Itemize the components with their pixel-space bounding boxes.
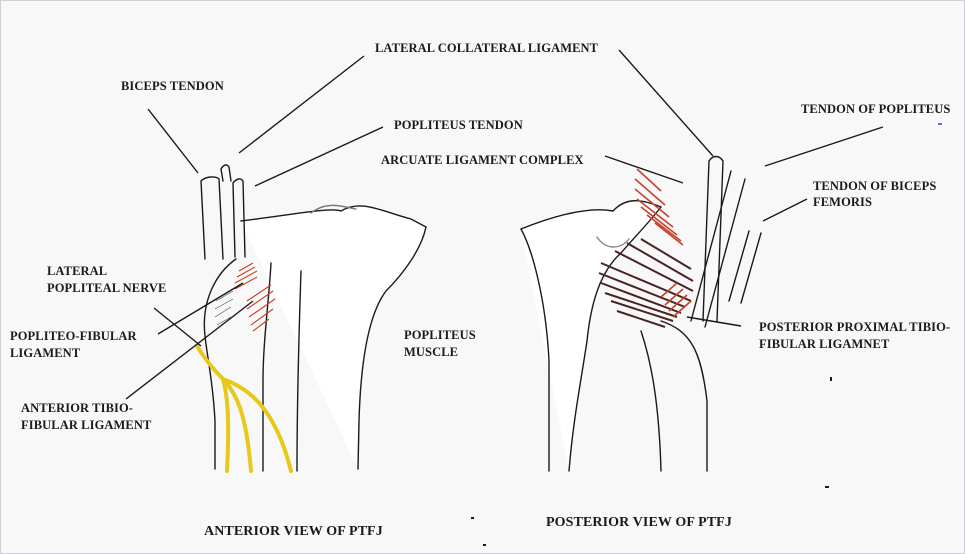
label-biceps-tendon: BICEPS TENDON [121,78,224,95]
caption-anterior-view: ANTERIOR VIEW OF PTFJ [204,523,383,540]
posterior-biceps-tendon [729,231,761,303]
posterior-tibia-outline [521,201,661,471]
label-anterior-tibiofibular-2: FIBULAR LIGAMENT [21,417,151,434]
leader-tendon-popliteus [765,127,883,166]
lateral-popliteal-nerve [197,346,291,471]
lateral-collateral-shape [221,165,231,181]
leader-tendon-biceps [763,199,807,221]
label-posterior-proximal-1: POSTERIOR PROXIMAL TIBIO- [759,319,950,336]
label-tendon-of-biceps-1: TENDON OF BICEPS [813,178,936,195]
label-tendon-of-popliteus: TENDON OF POPLITEUS [801,101,950,118]
label-tendon-of-biceps-2: FEMORIS [813,194,872,211]
label-popliteus-tendon: POPLITEUS TENDON [394,117,523,134]
leader-biceps-tendon [148,109,198,173]
leader-arcuate [605,156,683,183]
leader-lateral-collateral-anterior [239,56,364,153]
label-lateral-popliteal-nerve-2: POPLITEAL NERVE [47,280,167,297]
anterior-tibia-outline [241,206,426,469]
leader-popliteus-tendon [255,127,383,186]
label-lateral-popliteal-nerve-1: LATERAL [47,263,107,280]
label-anterior-tibiofibular-1: ANTERIOR TIBIO- [21,400,133,417]
leader-posterior-proximal [687,317,741,326]
posterior-fibula-outline [641,321,707,471]
label-arcuate-ligament-complex: ARCUATE LIGAMENT COMPLEX [381,152,584,169]
label-popliteus-muscle-1: POPLITEUS [404,327,476,344]
popliteus-tendon-shape [233,179,245,257]
biceps-tendon-shape [201,177,223,259]
leader-popliteo-fibular [158,283,243,334]
label-popliteus-muscle-2: MUSCLE [404,344,458,361]
leader-lateral-collateral-posterior [619,50,713,156]
posterior-view-drawing [521,157,761,472]
caption-posterior-view: POSTERIOR VIEW OF PTFJ [546,514,732,531]
anterior-view-drawing [201,165,426,471]
label-lateral-collateral-ligament: LATERAL COLLATERAL LIGAMENT [375,40,598,57]
label-popliteo-fibular-1: POPLITEO-FIBULAR [10,328,137,345]
label-popliteo-fibular-2: LIGAMENT [10,345,80,362]
label-posterior-proximal-2: FIBULAR LIGAMNET [759,336,889,353]
leader-lateral-popliteal-nerve [154,308,201,346]
anterior-fibula-head [204,259,271,471]
anterior-fibrous-hatching [215,291,233,325]
